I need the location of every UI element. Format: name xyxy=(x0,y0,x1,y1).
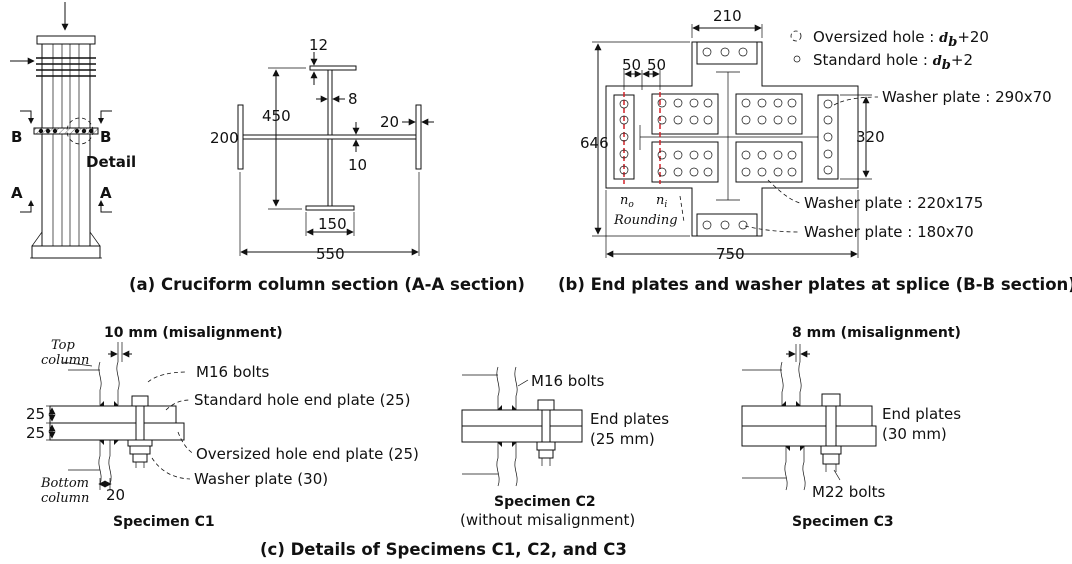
caption-b: (b) End plates and washer plates at spli… xyxy=(558,275,1072,294)
specimen-c3-drawing xyxy=(741,344,877,491)
legend-standard: Standard hole : db+2 xyxy=(813,51,973,73)
dim-200: 200 xyxy=(210,129,239,147)
label-washer-180: Washer plate : 180x70 xyxy=(804,223,974,241)
dim-750: 750 xyxy=(716,245,745,263)
label-a-left: A xyxy=(11,184,23,202)
label-a-right: A xyxy=(100,184,112,202)
label-ni: ni xyxy=(656,193,667,210)
c1-top-col-1: Top xyxy=(51,338,75,353)
caption-a: (a) Cruciform column section (A-A sectio… xyxy=(129,275,525,294)
dim-50-b: 50 xyxy=(647,56,666,74)
dim-10: 10 xyxy=(348,156,367,174)
c1-d20: 20 xyxy=(106,486,125,504)
caption-c: (c) Details of Specimens C1, C2, and C3 xyxy=(260,540,627,559)
dim-150: 150 xyxy=(318,215,347,233)
c1-d25b: 25 xyxy=(26,424,45,442)
label-washer-290: Washer plate : 290x70 xyxy=(882,88,1052,106)
label-no: no xyxy=(620,193,634,210)
dim-20: 20 xyxy=(380,113,399,131)
label-detail: Detail xyxy=(86,153,136,171)
c2-name: Specimen C2 xyxy=(494,494,596,510)
c1-name: Specimen C1 xyxy=(113,514,215,530)
legend-oversized: Oversized hole : db+20 xyxy=(813,28,989,50)
dim-210: 210 xyxy=(713,7,742,25)
label-b-left: B xyxy=(11,128,22,146)
dim-12: 12 xyxy=(309,36,328,54)
c1-misalign: 10 mm (misalignment) xyxy=(104,325,283,341)
c3-name: Specimen C3 xyxy=(792,514,894,530)
c1-bot-col-1: Bottom xyxy=(40,476,89,491)
dim-320: 320 xyxy=(856,128,885,146)
c1-washer: Washer plate (30) xyxy=(194,470,328,488)
c3-bolts: M22 bolts xyxy=(812,483,886,501)
dim-646: 646 xyxy=(580,134,609,152)
specimen-c2-drawing xyxy=(461,366,583,487)
dim-450: 450 xyxy=(262,107,291,125)
label-b-right: B xyxy=(100,128,111,146)
c3-plates-1: End plates xyxy=(882,405,961,423)
cruciform-section xyxy=(237,52,434,256)
c2-plates-1: End plates xyxy=(590,410,669,428)
c1-d25a: 25 xyxy=(26,405,45,423)
c1-top-col-2: column xyxy=(41,353,89,368)
label-rounding: Rounding xyxy=(613,213,678,228)
specimen-c1-drawing xyxy=(46,342,195,490)
c1-bot-col-2: column xyxy=(41,491,89,506)
dim-50-a: 50 xyxy=(622,56,641,74)
c3-misalign: 8 mm (misalignment) xyxy=(792,325,961,341)
c1-bolts: M16 bolts xyxy=(196,363,270,381)
label-washer-220: Washer plate : 220x175 xyxy=(804,194,983,212)
dim-550: 550 xyxy=(316,245,345,263)
c2-sub: (without misalignment) xyxy=(460,511,635,529)
c1-std-plate: Standard hole end plate (25) xyxy=(194,391,410,409)
c1-over-plate: Oversized hole end plate (25) xyxy=(196,445,419,463)
c3-plates-2: (30 mm) xyxy=(882,425,947,443)
column-elevation xyxy=(10,2,112,259)
end-plate-drawing xyxy=(592,24,879,258)
c2-plates-2: (25 mm) xyxy=(590,430,655,448)
dim-8: 8 xyxy=(348,90,358,108)
c2-bolts: M16 bolts xyxy=(531,372,605,390)
